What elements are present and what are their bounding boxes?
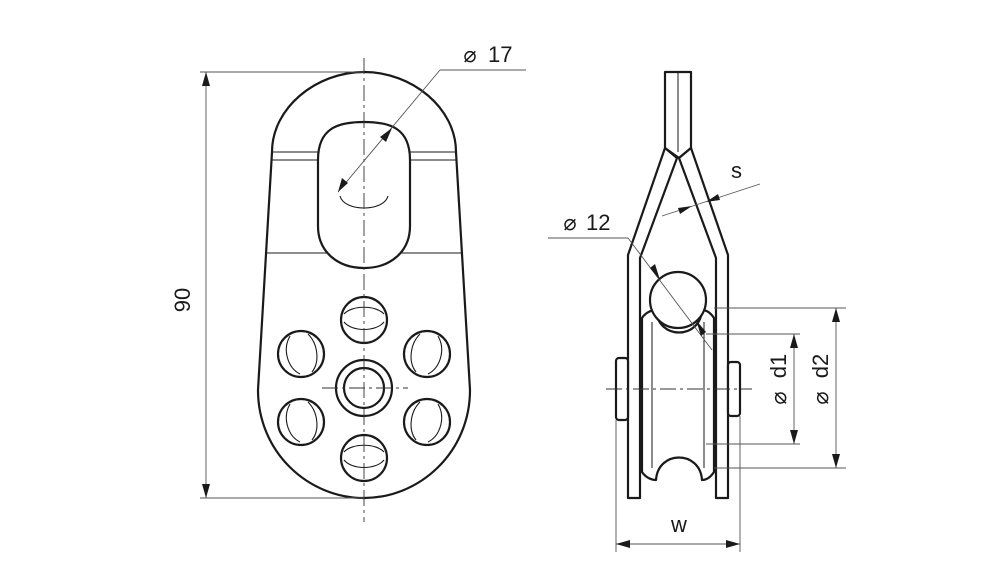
lightening-holes (276, 295, 452, 483)
hole-upper-right (402, 329, 452, 379)
width-dimension: w (615, 416, 741, 552)
height-dimension: 90 (170, 71, 364, 499)
rope-diameter-dimension: ⌀ 12 (548, 210, 713, 351)
rope-section (648, 270, 708, 330)
eye-diameter-label: 17 (488, 42, 512, 67)
left-plate (626, 146, 679, 500)
height-label: 90 (170, 288, 195, 312)
outer-diameter-symbol: ⌀ (808, 391, 833, 404)
front-view (256, 58, 472, 522)
width-label: w (670, 512, 687, 537)
outer-diameter-dimension: ⌀ d2 (714, 307, 846, 469)
thickness-label: s (731, 158, 742, 183)
sheave-profile (640, 308, 716, 482)
eye-diameter-symbol: ⌀ (463, 42, 476, 67)
inner-diameter-symbol: ⌀ (766, 391, 791, 404)
hole-lower-left (276, 397, 326, 447)
hole-upper-right-shade (410, 333, 443, 375)
right-plate (677, 146, 730, 500)
inner-diameter-label: d1 (766, 354, 791, 378)
rope-diameter-label: 12 (586, 210, 610, 235)
thickness-dimension: s (661, 158, 761, 217)
hole-upper-left-shade (285, 333, 318, 375)
hole-upper-left (276, 329, 326, 379)
eye-diameter-dimension: ⌀ 17 (337, 42, 526, 193)
inner-diameter-dimension: ⌀ d1 (706, 333, 800, 445)
hole-lower-left-shade (285, 401, 318, 443)
rope-diameter-symbol: ⌀ (563, 210, 576, 235)
hole-lower-right (402, 397, 452, 447)
hole-lower-right-shade (410, 401, 443, 443)
side-view (606, 70, 752, 500)
outer-diameter-label: d2 (808, 354, 833, 378)
